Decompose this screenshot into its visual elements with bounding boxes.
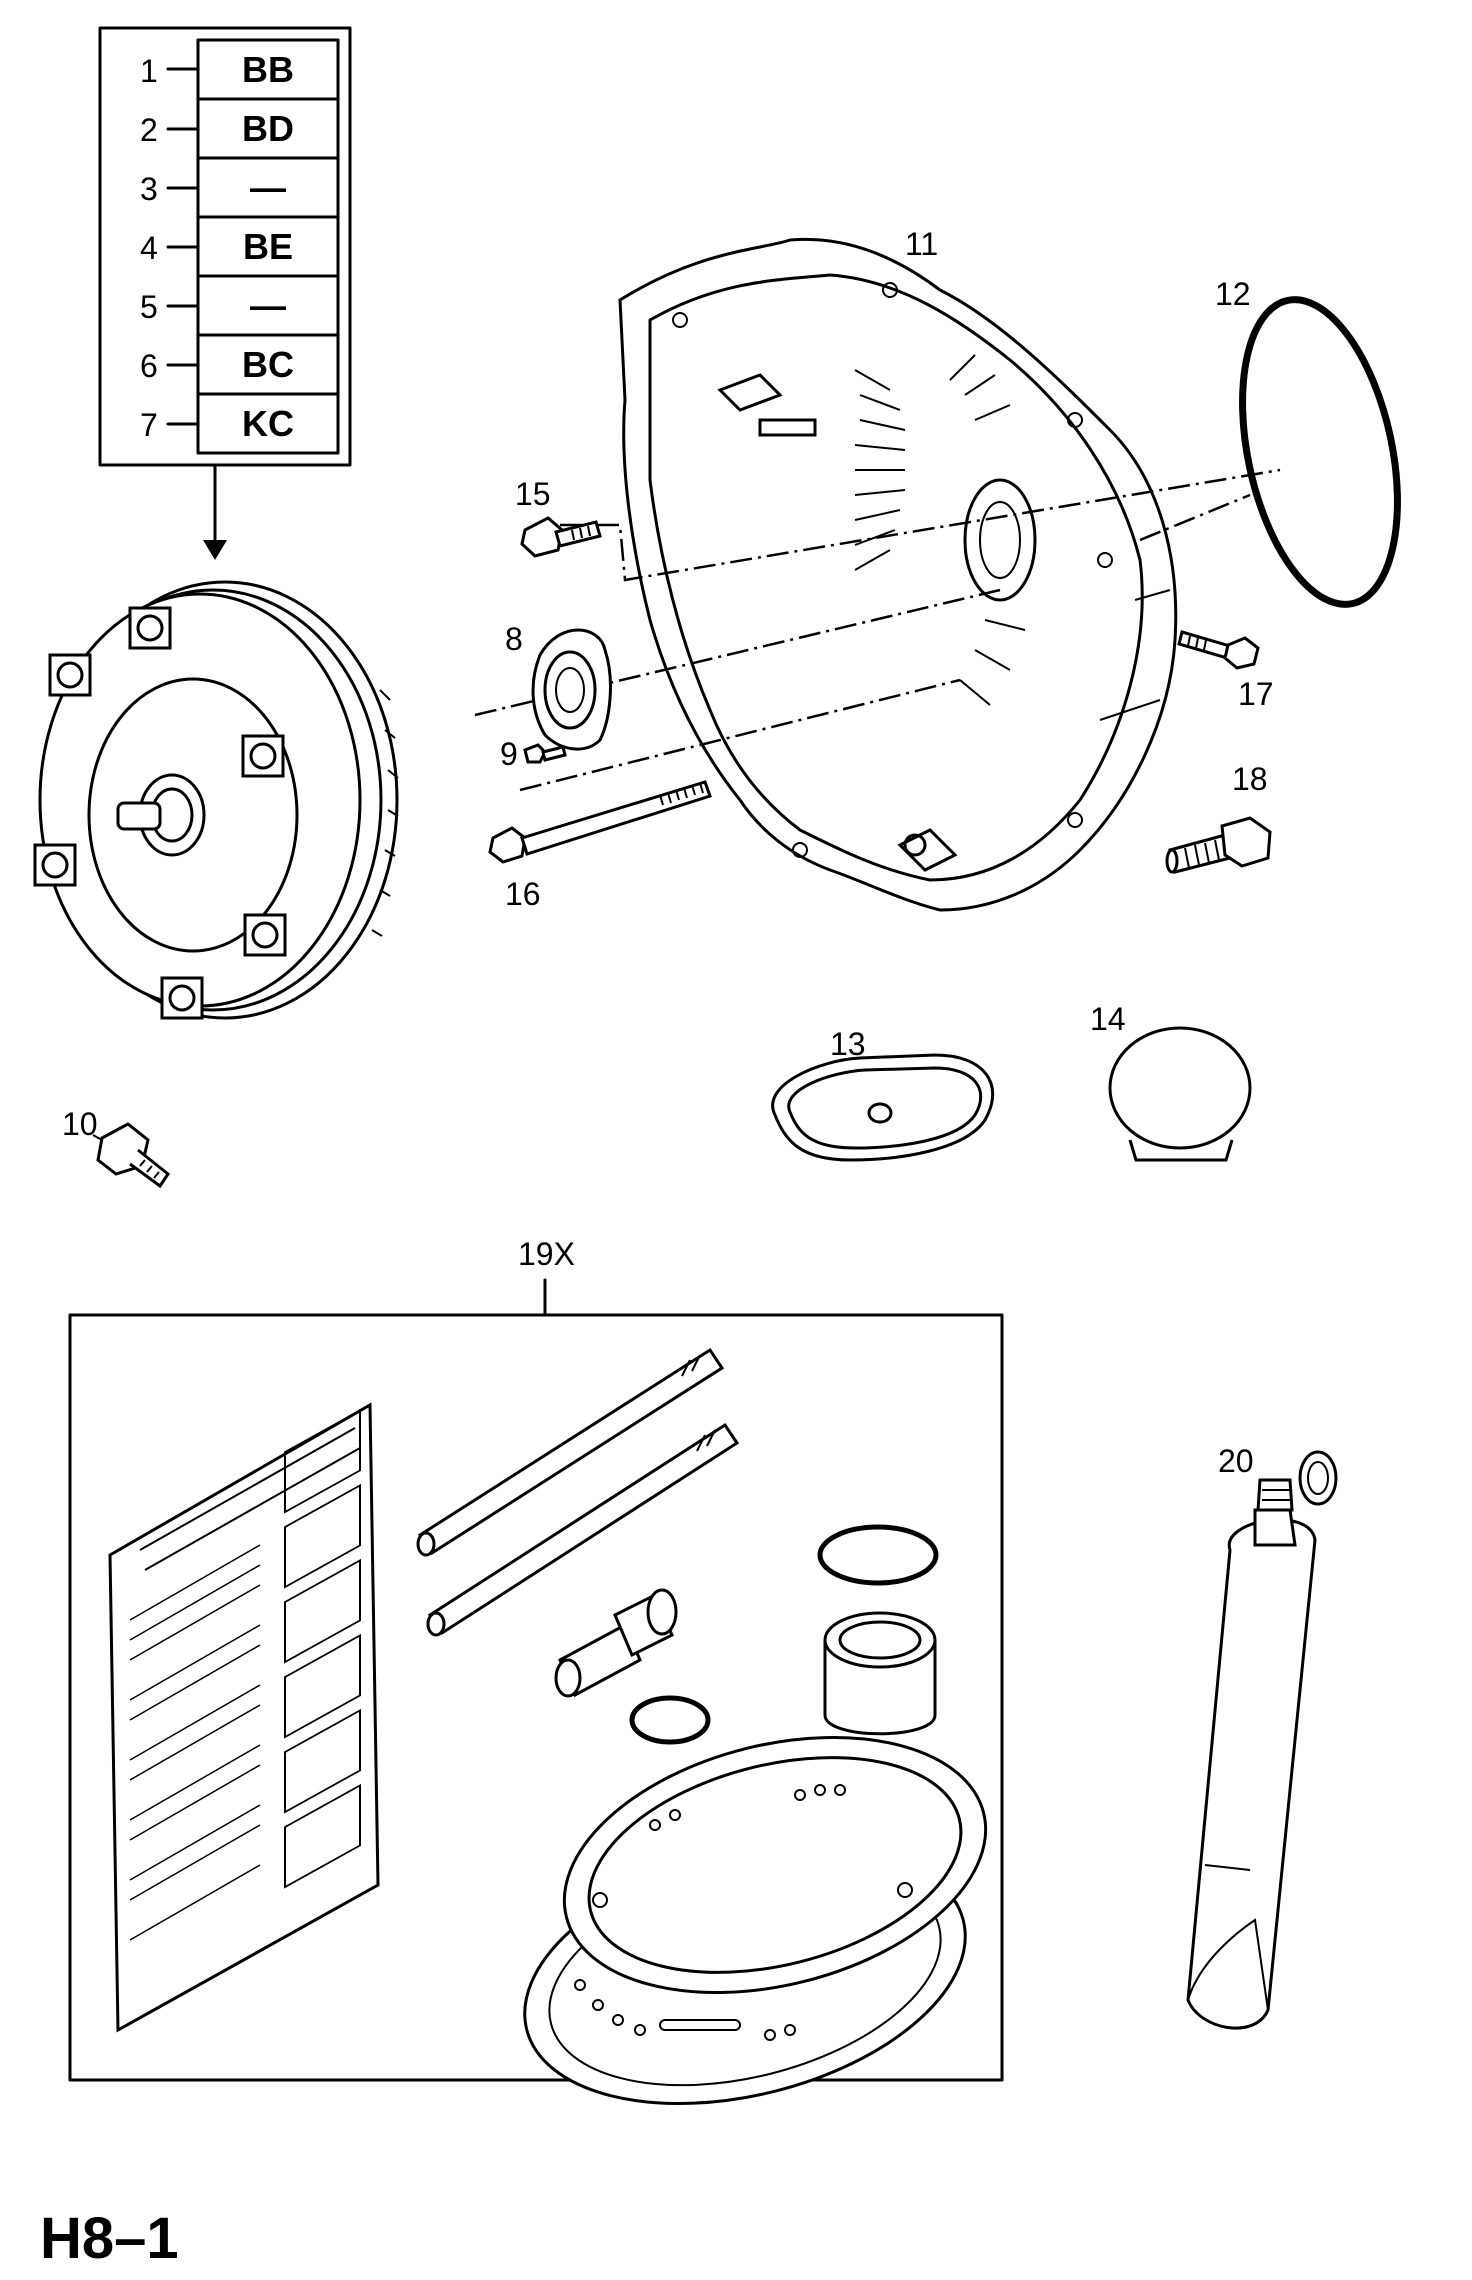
callout-9: 9 — [500, 736, 518, 772]
part-13-grommet — [771, 1053, 995, 1162]
converter-hub-pilot — [116, 801, 162, 831]
part-12-o-ring — [1239, 296, 1401, 608]
kit-instruction-sheet — [108, 1402, 380, 2033]
converter-lug-nut — [160, 976, 204, 1020]
part-17-bolt — [1177, 630, 1260, 670]
kit-sleeve — [823, 1611, 937, 1736]
variant-row-number: 2 — [140, 112, 158, 148]
callout-14: 14 — [1090, 1001, 1126, 1037]
page-reference: H8–1 — [40, 2206, 179, 2271]
converter-lug-nut — [33, 843, 77, 887]
callout-13: 13 — [830, 1026, 866, 1062]
torque-converter — [33, 580, 399, 1020]
variant-row-code: KC — [242, 403, 294, 444]
kit-gasket — [562, 1735, 988, 1995]
callout-16: 16 — [505, 876, 541, 912]
variant-row-code: — — [250, 285, 286, 326]
arrow-head-icon — [203, 540, 227, 560]
part-20-sealant-tube — [1186, 1450, 1338, 2030]
callout-8: 8 — [505, 621, 523, 657]
callout-18: 18 — [1232, 761, 1268, 797]
callout-19x: 19X — [518, 1236, 575, 1272]
part-10-converter-bolt — [92, 1122, 171, 1189]
variant-row-number: 6 — [140, 348, 158, 384]
variant-row: 2 BD — [140, 97, 340, 160]
variant-row-code: — — [250, 167, 286, 208]
converter-lug-nut — [128, 606, 172, 650]
variant-row: 4 BE — [140, 215, 340, 278]
variant-row-number: 5 — [140, 289, 158, 325]
variant-row-code: BD — [242, 108, 294, 149]
callout-15: 15 — [515, 476, 551, 512]
converter-lug-nut — [48, 653, 92, 697]
part-15-housing-bolt — [520, 516, 602, 558]
callout-20: 20 — [1218, 1443, 1254, 1479]
kit-small-o-ring — [629, 1695, 711, 1745]
part-18-bolt — [1165, 816, 1272, 874]
kit-installer-shaft — [416, 1347, 725, 1557]
part-8-seal-cover — [531, 628, 612, 751]
variant-row-number: 1 — [140, 53, 158, 89]
callout-17: 17 — [1238, 676, 1274, 712]
variant-row: 1 BB — [140, 38, 340, 101]
callout-11: 11 — [905, 226, 938, 262]
variant-code-table: 1 BB 2 BD 3 — 4 BE 5 — — [98, 26, 352, 560]
part-11-converter-housing — [618, 237, 1178, 912]
variant-row-number: 4 — [140, 230, 158, 266]
callout-12: 12 — [1215, 276, 1251, 312]
converter-lug-nut — [243, 913, 287, 957]
variant-row: 6 BC — [140, 333, 340, 396]
converter-lug-nut — [241, 734, 285, 778]
kit-installer-shaft — [426, 1422, 740, 1637]
callout-10: 10 — [62, 1106, 98, 1142]
variant-row-code: BB — [242, 49, 294, 90]
variant-row: 5 — — [140, 274, 340, 337]
variant-row: 7 KC — [140, 392, 340, 455]
variant-row-code: BE — [243, 226, 293, 267]
variant-row-code: BC — [242, 344, 294, 385]
part-9-screw — [523, 743, 567, 764]
kit-installer-nozzle — [554, 1588, 678, 1698]
part-14-plug — [1108, 1026, 1252, 1162]
variant-row: 3 — — [140, 156, 340, 219]
variant-row-number: 3 — [140, 171, 158, 207]
part-16-long-bolt — [488, 780, 712, 864]
variant-row-number: 7 — [140, 407, 158, 443]
part-19x-seal-kit — [68, 1278, 1004, 2106]
kit-seal-ring — [817, 1524, 939, 1586]
